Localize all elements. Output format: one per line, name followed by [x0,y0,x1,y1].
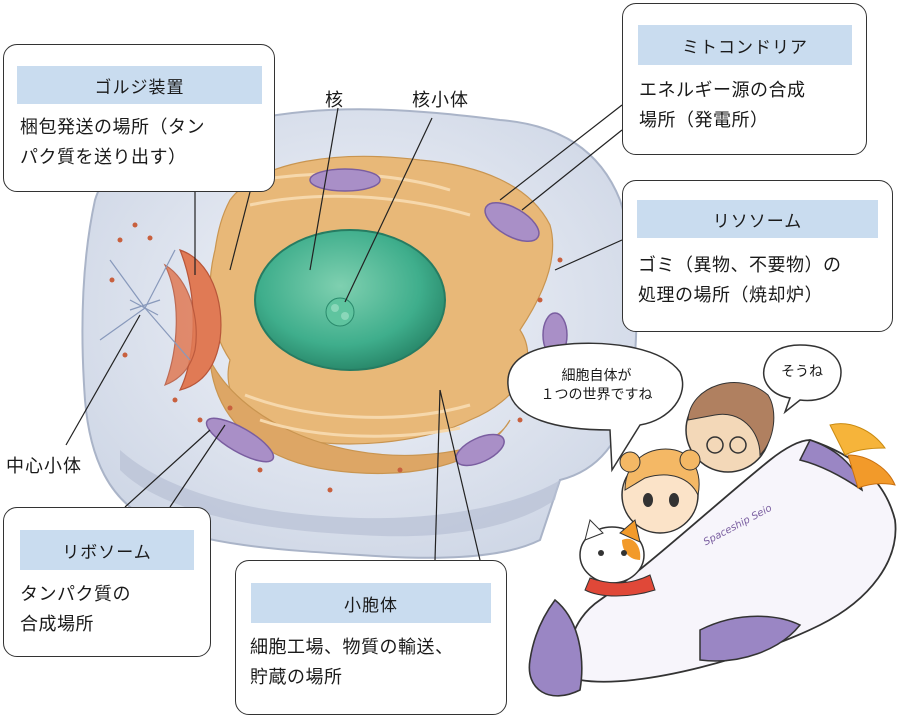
nucleus-shape [254,229,446,371]
leader-lines [65,104,623,561]
centrosome-shape [99,249,191,361]
speech-bubbles [507,342,842,473]
speech-woman: そうね [781,364,823,380]
callout-mitochondria-title: ミトコンドリア [638,25,852,65]
callout-ribosome-text: タンパク質の 合成場所 [20,584,131,635]
characters [579,382,775,597]
callout-er-title: 小胞体 [251,583,491,623]
callout-golgi-title: ゴルジ装置 [17,66,262,104]
callout-mitochondria-text: エネルギー源の合成 場所（発電所） [639,80,806,131]
callout-mitochondria: ミトコンドリア エネルギー源の合成 場所（発電所） [622,3,867,155]
label-nucleolus: 核小体 [412,90,469,111]
callout-lysosome-title: リソソーム [637,200,878,238]
callout-golgi: ゴルジ装置 梱包発送の場所（タン パク質を送り出す） [3,44,275,192]
callout-ribosome: リボソーム タンパク質の 合成場所 [3,507,211,657]
callout-lysosome: リソソーム ゴミ（異物、不要物）の 処理の場所（焼却炉） [622,180,893,332]
callout-golgi-text: 梱包発送の場所（タン パク質を送り出す） [20,117,205,168]
callout-er-text: 細胞工場、物質の輸送、 貯蔵の場所 [250,637,454,688]
rocket [528,423,897,697]
label-centrosome: 中心小体 [6,456,82,477]
label-nucleus: 核 [325,90,344,111]
speech-girl: 細胞自体が １つの世界ですね [540,368,653,403]
callout-ribosome-title: リボソーム [20,530,194,570]
golgi-shape [163,249,222,391]
callout-lysosome-text: ゴミ（異物、不要物）の 処理の場所（焼却炉） [638,255,842,306]
callout-er: 小胞体 細胞工場、物質の輸送、 貯蔵の場所 [235,560,507,715]
